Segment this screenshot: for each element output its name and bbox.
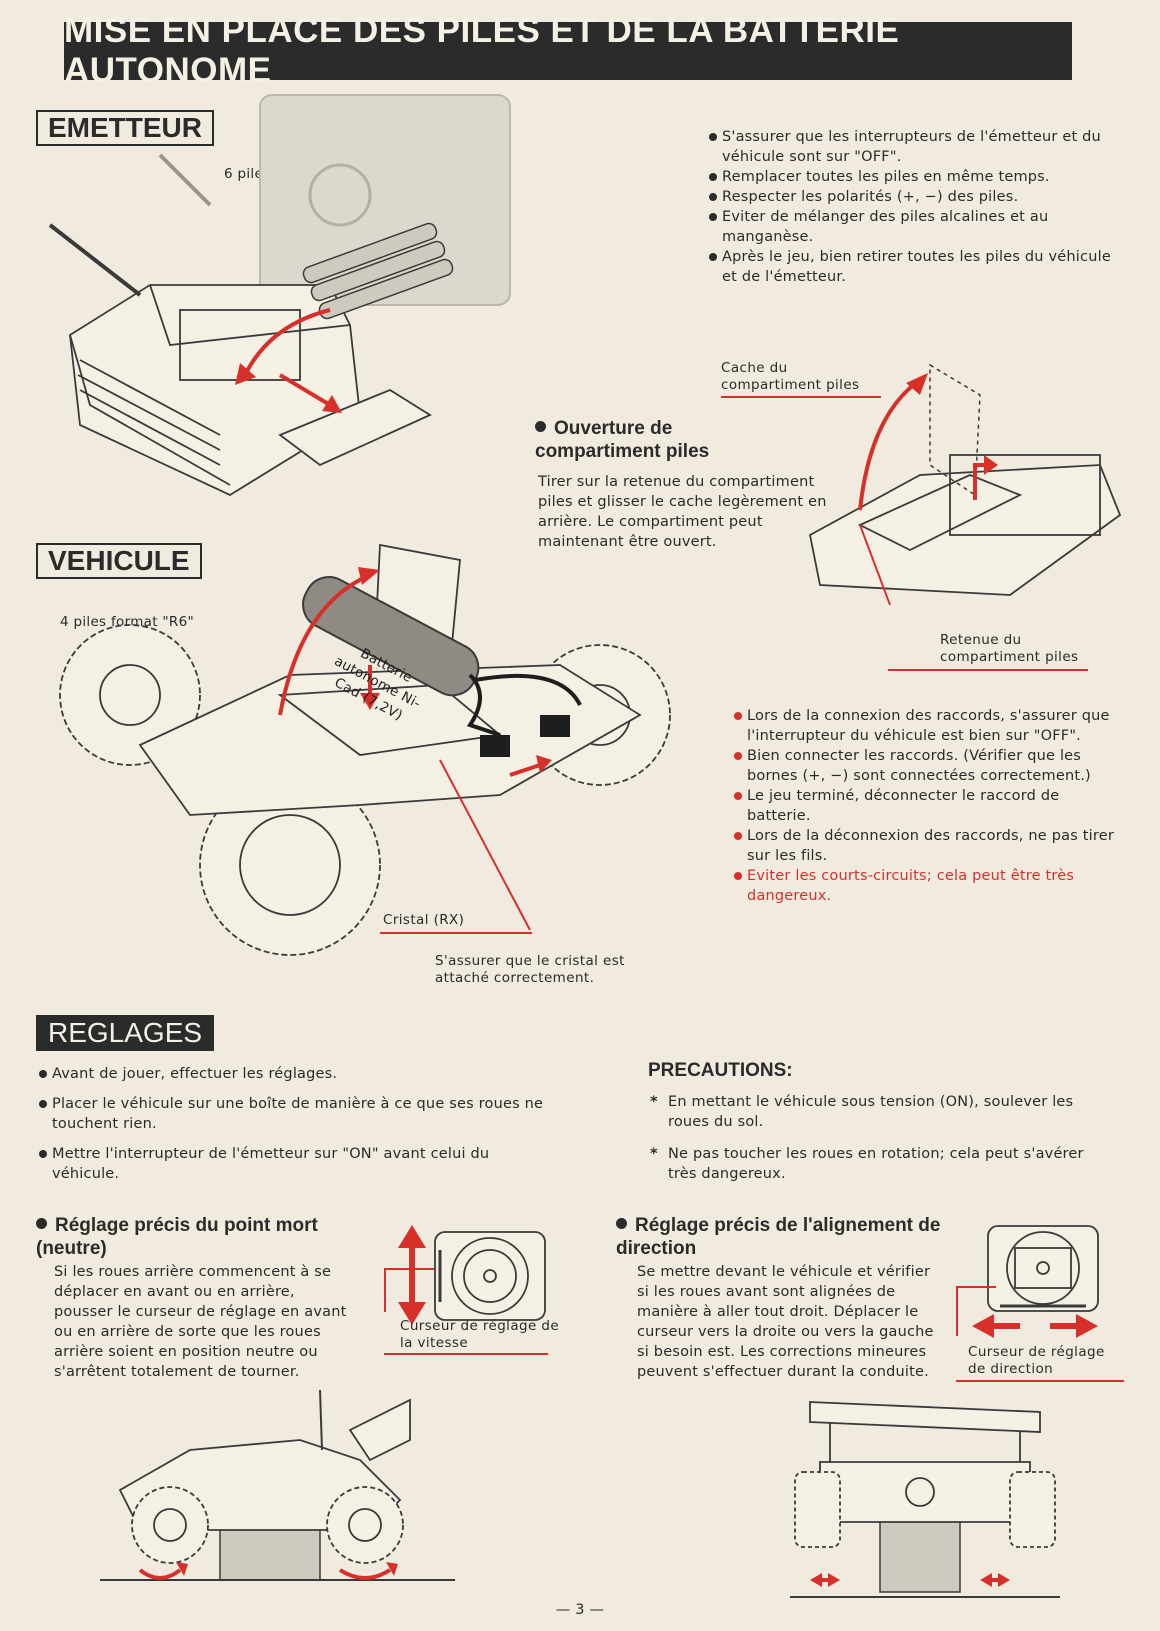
precautions-list: En mettant le véhicule sous tension (ON)… [650, 1092, 1110, 1196]
vehicule-instructions: Lors de la connexion des raccords, s'ass… [733, 706, 1123, 906]
neutral-heading: Réglage précis du point mort (neutre) [36, 1214, 356, 1260]
speed-trim-dial-illustration [398, 1225, 546, 1325]
cover-label: Cache du compartiment piles [721, 360, 860, 393]
vehicule-batteries-label: 4 piles format "R6" [60, 614, 195, 630]
retainer-label: Retenue du compartiment piles [940, 632, 1079, 665]
compartment-text: Tirer sur la retenue du compartiment pil… [538, 474, 827, 550]
list-item: Respecter les polarités (+, −) des piles… [708, 187, 1118, 207]
list-item: Après le jeu, bien retirer toutes les pi… [708, 247, 1118, 287]
steering-trim-dial-illustration [972, 1225, 1099, 1338]
list-item: En mettant le véhicule sous tension (ON)… [650, 1092, 1110, 1132]
list-item: Bien connecter les raccords. (Vérifier q… [733, 746, 1123, 786]
emetteur-instructions: S'assurer que les interrupteurs de l'éme… [708, 127, 1118, 287]
vehicule-heading: VEHICULE [36, 543, 202, 579]
list-item: Eviter de mélanger des piles alcalines e… [708, 207, 1118, 247]
steering-heading: Réglage précis de l'alignement de direct… [616, 1214, 946, 1260]
list-item: S'assurer que les interrupteurs de l'éme… [708, 127, 1118, 167]
neutral-heading-text: Réglage précis du point mort (neutre) [36, 1215, 318, 1259]
list-item: Ne pas toucher les roues en rotation; ce… [650, 1144, 1110, 1184]
list-item: Remplacer toutes les piles en même temps… [708, 167, 1118, 187]
list-item: Lors de la déconnexion des raccords, ne … [733, 826, 1123, 866]
vehicle-battery-illustration [59, 543, 671, 956]
bullet-dot [616, 1218, 627, 1229]
page-title: MISE EN PLACE DES PILES ET DE LA BATTERI… [64, 11, 1072, 90]
compartment-heading-text: Ouverture de compartiment piles [535, 418, 710, 462]
reglages-heading: REGLAGES [36, 1015, 215, 1051]
crystal-note: S'assurer que le cristal est attaché cor… [435, 953, 625, 986]
list-item: Lors de la connexion des raccords, s'ass… [733, 706, 1123, 746]
steering-slider-label: Curseur de réglage de direction [968, 1344, 1105, 1377]
transmitter-illustration [48, 94, 511, 497]
list-item: Avant de jouer, effectuer les réglages. [38, 1064, 548, 1084]
reglages-instructions: Avant de jouer, effectuer les réglages. … [38, 1064, 548, 1184]
bullet-dot [535, 421, 546, 432]
list-item: Placer le véhicule sur une boîte de mani… [38, 1094, 548, 1134]
speed-slider-label: Curseur de réglage de la vitesse [400, 1318, 560, 1351]
vehicle-side-on-box-illustration [100, 1389, 455, 1581]
emetteur-heading: EMETTEUR [36, 110, 214, 146]
page-number: — 3 — [555, 1602, 605, 1618]
crystal-label: Cristal (RX) [383, 912, 465, 928]
steering-heading-text: Réglage précis de l'alignement de direct… [616, 1215, 941, 1259]
steering-text: Se mettre devant le véhicule et vérifier… [637, 1264, 934, 1380]
chassis-compartment-illustration [808, 363, 1122, 606]
list-item: Le jeu terminé, déconnecter le raccord d… [733, 786, 1123, 826]
neutral-text: Si les roues arrière commencent à se dép… [54, 1264, 347, 1380]
precautions-heading: PRECAUTIONS: [648, 1060, 793, 1081]
list-item: Mettre l'interrupteur de l'émetteur sur … [38, 1144, 548, 1184]
bullet-dot [36, 1218, 47, 1229]
compartment-heading: Ouverture de compartiment piles [535, 417, 755, 463]
vehicle-front-on-box-illustration [790, 1401, 1060, 1598]
warning-item: Eviter les courts-circuits; cela peut êt… [733, 866, 1123, 906]
